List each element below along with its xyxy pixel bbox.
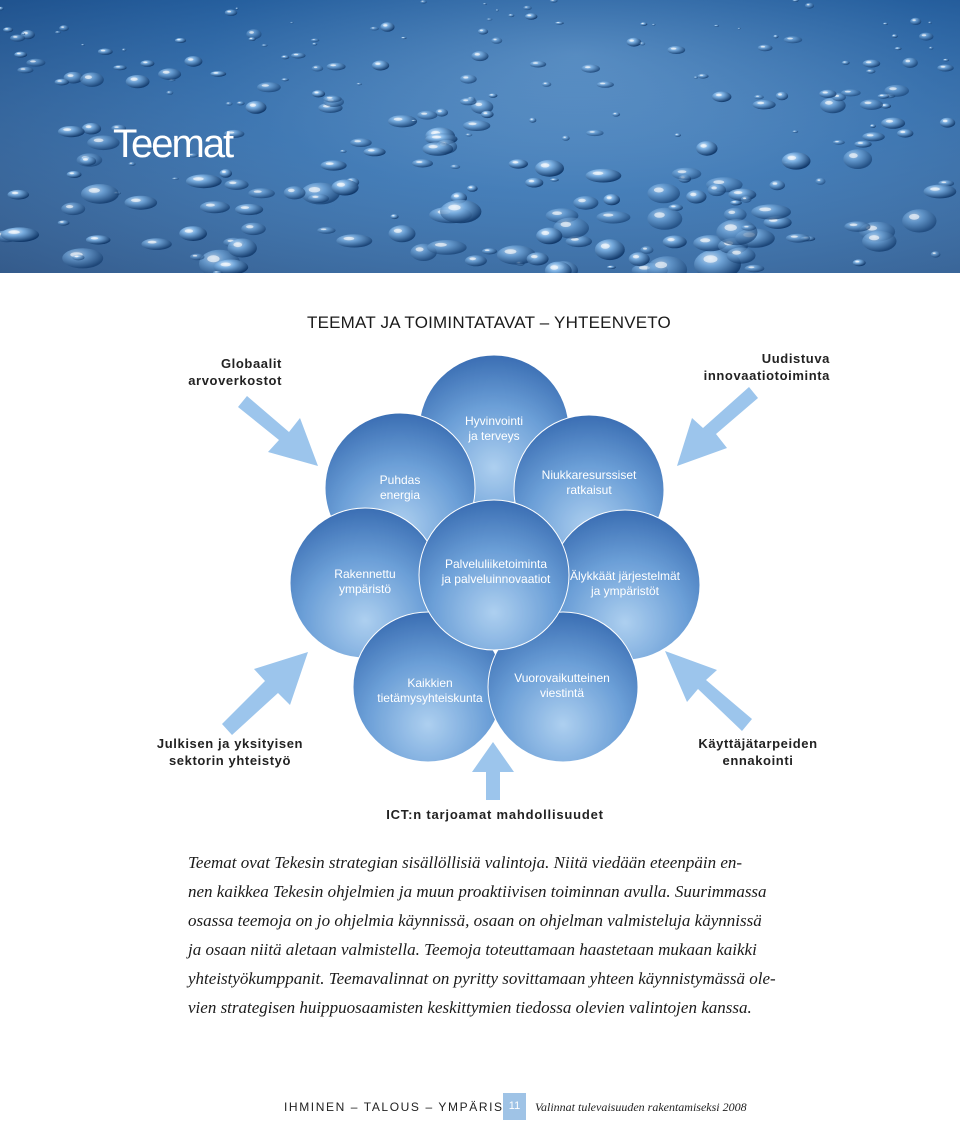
driver-public-private-cooperation: Julkisen ja yksityisen sektorin yhteisty…	[156, 736, 304, 768]
diagram-title: TEEMAT JA TOIMINTATAVAT – YHTEENVETO	[307, 313, 671, 332]
arrow-bottom-center	[472, 742, 514, 800]
body-line: ja osaan niitä aletaan valmistella. Teem…	[188, 940, 757, 959]
footer-section-title: IHMINEN – TALOUS – YMPÄRISTÖ	[284, 1100, 524, 1114]
water-drops-illustration	[0, 0, 960, 273]
arrow-top-right	[677, 387, 758, 466]
driver-ict-opportunities: ICT:n tarjoamat mahdollisuudet	[386, 807, 604, 822]
footer-publication-title: Valinnat tulevaisuuden rakentamiseksi 20…	[535, 1100, 747, 1114]
driver-user-needs-anticipation: Käyttäjätarpeiden ennakointi	[698, 736, 818, 768]
circle-service-business	[418, 499, 570, 651]
hero-water-image: Teemat	[0, 0, 960, 273]
body-line: Teemat ovat Tekesin strategian sisällöll…	[188, 853, 743, 872]
themes-diagram	[222, 354, 758, 800]
circle-interactive-communication	[487, 611, 639, 763]
body-line: nen kaikkea Tekesin ohjelmien ja muun pr…	[188, 882, 767, 901]
circle-label-interactive-communication: Vuorovaikutteinen viestintä	[514, 671, 610, 700]
driver-global-value-networks: Globaalit arvoverkostot	[188, 356, 282, 388]
circle-label-wellbeing: Hyvinvointi ja terveys	[464, 414, 524, 443]
body-line: vien strategisen huippuosaamisten keskit…	[188, 998, 752, 1017]
circle-label-scarce-resources: Niukkaresurssiset ratkaisut	[541, 468, 637, 497]
page-number: 11	[503, 1093, 526, 1120]
arrow-bottom-left	[222, 652, 308, 735]
body-paragraph: Teemat ovat Tekesin strategian sisällöll…	[188, 848, 828, 1022]
body-line: yhteistyökumppanit. Teemavalinnat on pyr…	[188, 969, 776, 988]
circle-label-intelligent-systems: Älykkäät järjestelmät ja ympäristöt	[569, 569, 681, 598]
body-line: osassa teemoja on jo ohjelmia käynnissä,…	[188, 911, 762, 930]
page-title: Teemat	[113, 122, 234, 166]
arrow-top-left	[238, 396, 318, 466]
circle-label-service-business: Palveluliiketoiminta ja palveluinnovaati…	[441, 557, 551, 586]
arrow-bottom-right	[665, 651, 752, 731]
circle-label-knowledge-society: Kaikkien tietämysyhteiskunta	[377, 676, 483, 705]
driver-renewing-innovation: Uudistuva innovaatiotoiminta	[703, 351, 830, 383]
circle-label-clean-energy: Puhdas energia	[379, 473, 421, 502]
circle-label-built-environment: Rakennettu ympäristö	[334, 567, 396, 596]
